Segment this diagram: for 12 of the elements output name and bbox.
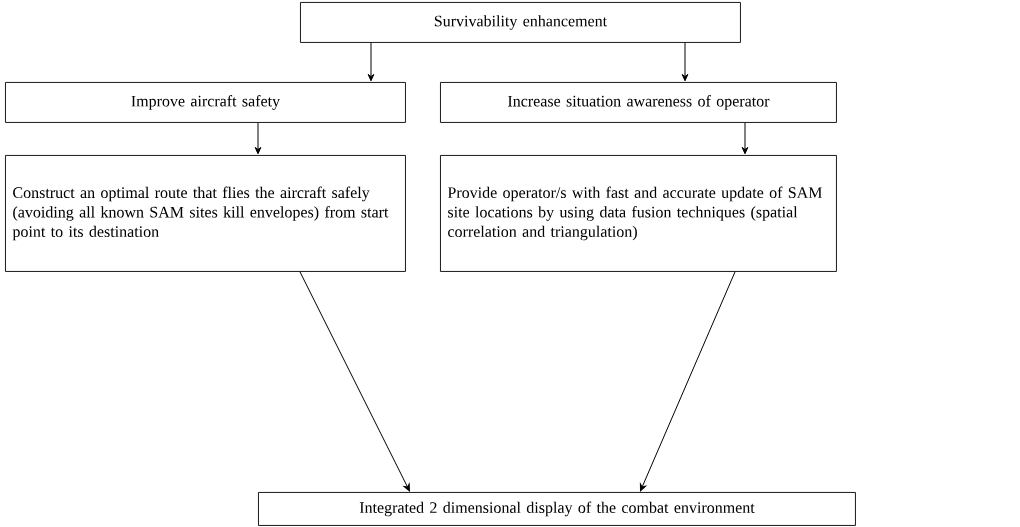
arrow bbox=[299, 271, 410, 492]
process-box: Integrated 2 dimensional display of the combat environment bbox=[258, 492, 856, 526]
arrow bbox=[639, 271, 736, 492]
process-box: Construct an optimal route that flies the aircraft safely (avoiding all known SAM sites kill envelopes) from start point to its destination bbox=[5, 155, 406, 272]
arrow bbox=[681, 42, 689, 82]
arrow bbox=[367, 42, 375, 82]
process-box: Improve aircraft safety bbox=[5, 82, 406, 123]
arrow bbox=[741, 122, 749, 155]
process-box: Provide operator/s with fast and accurate update of SAM site locations by using data fusion techniques (spatial correlation and triangulation) bbox=[440, 155, 837, 272]
arrow bbox=[254, 122, 262, 155]
process-box: Increase situation awareness of operator bbox=[440, 82, 837, 123]
process-box: Survivability enhancement bbox=[300, 2, 741, 43]
